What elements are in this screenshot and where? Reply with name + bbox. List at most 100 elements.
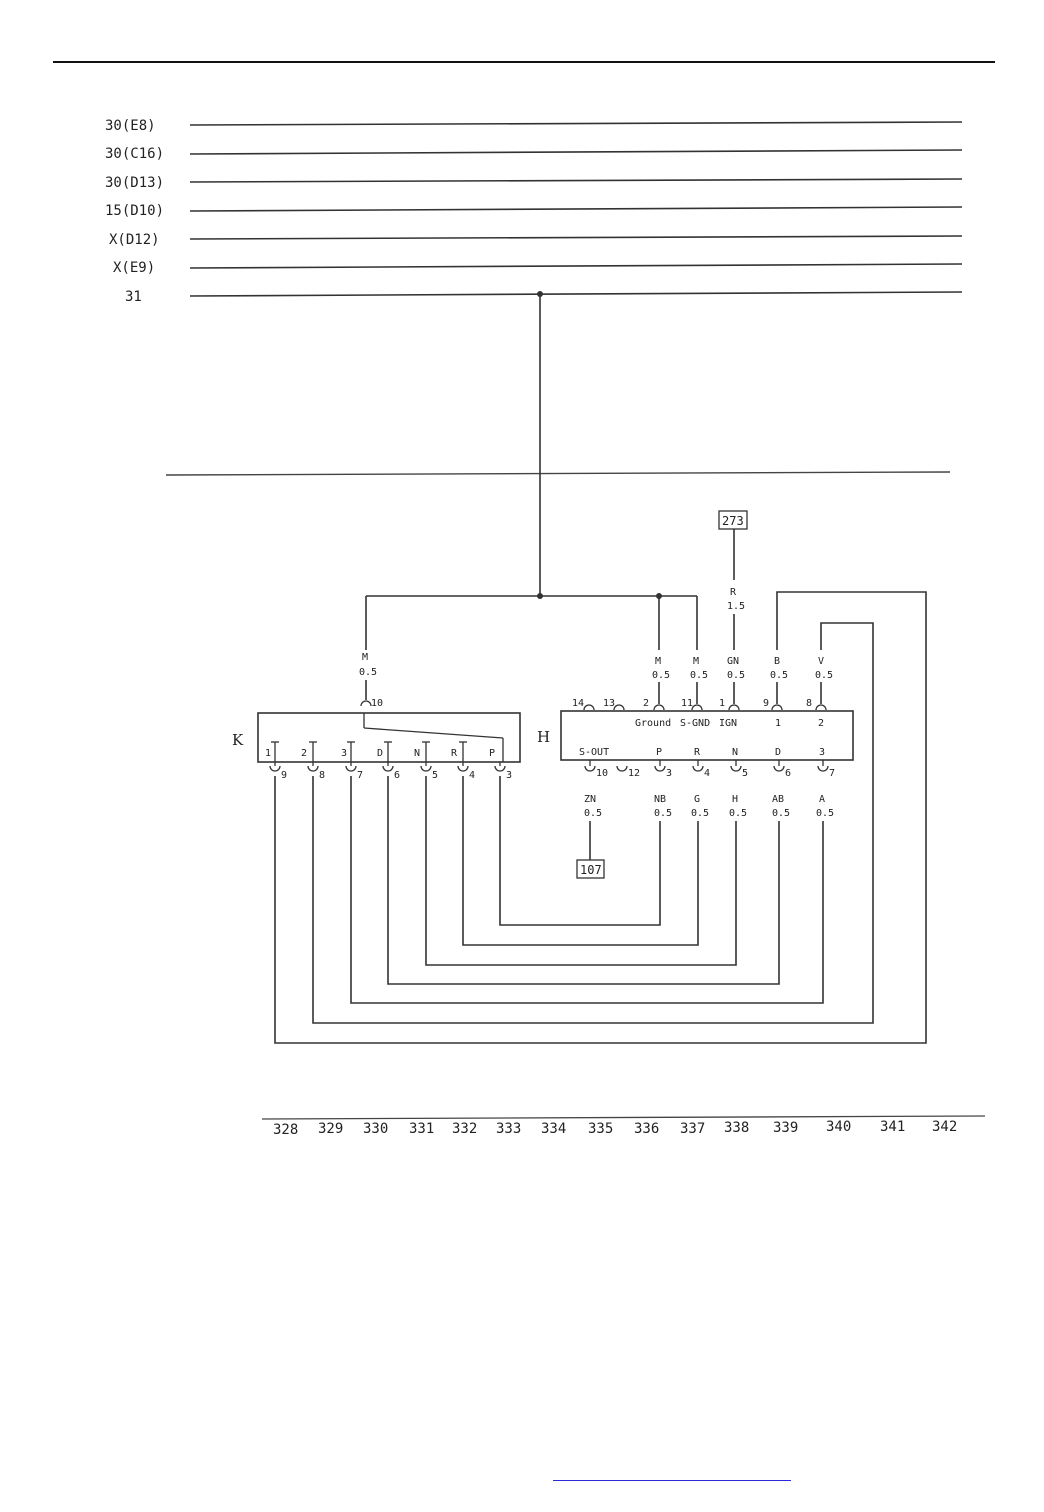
wire-size-label: 0.5 [815,670,833,681]
pin-number: 1 [719,698,725,709]
connector-cup [494,765,506,772]
h-top-pin: GN 0.5 1 IGN [719,656,745,729]
wire-color-label: NB [654,794,666,805]
connector-cup [728,704,740,711]
pin-number: 8 [806,698,812,709]
contact-label: 2 [301,748,307,759]
rail-label: 15(D10) [105,203,164,219]
wire-size-label: 0.5 [727,670,745,681]
rail-line [189,263,963,269]
connector-cup [654,765,666,772]
contact-label: 3 [341,748,347,759]
connector-cup [817,765,829,772]
rail-line [189,235,963,240]
rail-label: 31 [125,289,142,305]
wire-color-label: AB [772,794,784,805]
column-number: 330 [363,1121,388,1137]
wire-1 [274,591,927,1044]
connector-cup [457,765,469,772]
h-top-pin: M 0.5 2 Ground [635,656,671,729]
h-top-pin: 13 [603,698,625,711]
wire-p [499,776,661,926]
wire-size-label: 0.5 [359,667,377,678]
column-number: 338 [724,1120,749,1136]
wire-size-label: 0.5 [691,808,709,819]
h-bottom-pin: N 5 H 0.5 [729,747,748,819]
wire-color-label: V [818,656,824,667]
wire-2 [312,622,874,1024]
rail-line [189,149,963,155]
pin-number: 11 [681,698,693,709]
wire-3 [350,776,824,1004]
wire-size-label: 0.5 [690,670,708,681]
wire-color-label: G [694,794,700,805]
column-number: 332 [452,1121,477,1137]
k-contact: R 4 [451,741,475,781]
connector-cup [653,704,665,711]
component-box-h [560,710,854,761]
wire-size-label: 0.5 [652,670,670,681]
h-bottom-pin: D 6 AB 0.5 [772,747,791,819]
connector-cup [269,765,281,772]
pin-number: 3 [506,770,512,781]
rail-line [189,206,963,212]
wire-color-label: GN [727,656,739,667]
rail-line [189,121,963,126]
inside-label: S-GND [680,718,710,729]
connector-cup [420,765,432,772]
connector-cup [773,765,785,772]
connector-cup [360,700,372,707]
footer-link-underline[interactable] [553,1480,791,1481]
wire-color-label: ZN [584,794,596,805]
h-bottom-pin: P 3 NB 0.5 [654,747,672,819]
wire-size-label: 1.5 [727,601,745,612]
reference-box-bottom [576,859,605,879]
pin-number: 6 [394,770,400,781]
column-rule [261,1115,986,1120]
column-number: 336 [634,1121,659,1137]
k-contact: N 5 [414,741,438,781]
wire-size-label: 0.5 [729,808,747,819]
contact-label: 1 [265,748,271,759]
wire-size-label: 0.5 [772,808,790,819]
h-bottom-pin: 3 7 A 0.5 [816,747,835,819]
component-box-k [257,712,521,763]
column-number: 334 [541,1121,566,1137]
k-contact: 3 7 [341,741,363,781]
k-contact: 2 8 [301,741,325,781]
rail-label: 30(E8) [105,118,156,134]
reference-label-top: 273 [722,514,744,528]
wire-color-label: R [730,587,737,598]
rail-line [189,291,963,297]
k-contact: P 3 [489,748,512,781]
column-number: 337 [680,1121,705,1137]
pin-number: 2 [643,698,649,709]
connector-cup [692,765,704,772]
pin-number: 5 [432,770,438,781]
rail-label: 30(C16) [105,146,164,162]
connector-cup [771,704,783,711]
pin-number: 4 [704,768,710,779]
inside-label: Ground [635,718,671,729]
inside-label: D [775,747,781,758]
connector-cup [616,765,628,772]
wire-color-label: B [774,656,780,667]
column-number: 333 [496,1121,521,1137]
pin-number: 5 [742,768,748,779]
wire-color-label: M [655,656,661,667]
wire-size-label: 0.5 [816,808,834,819]
column-number: 329 [318,1121,343,1137]
contact-label: P [489,748,495,759]
h-bottom-pin: R 4 G 0.5 [691,747,710,819]
k-contacts: 1 9 2 8 3 7 D 6 N [265,741,512,781]
inside-label: 1 [775,718,781,729]
ground-trunk [365,291,698,650]
wire-r [462,776,699,946]
h-top-pins: 14 13 M 0.5 2 Ground M 0.5 11 S-GND GN 0… [572,656,833,729]
component-label-k: K [232,731,244,749]
pin-number: 7 [829,768,835,779]
rail-line [189,178,963,183]
inside-label: S-OUT [579,747,609,758]
column-number: 342 [932,1119,957,1135]
inside-label: P [656,747,662,758]
